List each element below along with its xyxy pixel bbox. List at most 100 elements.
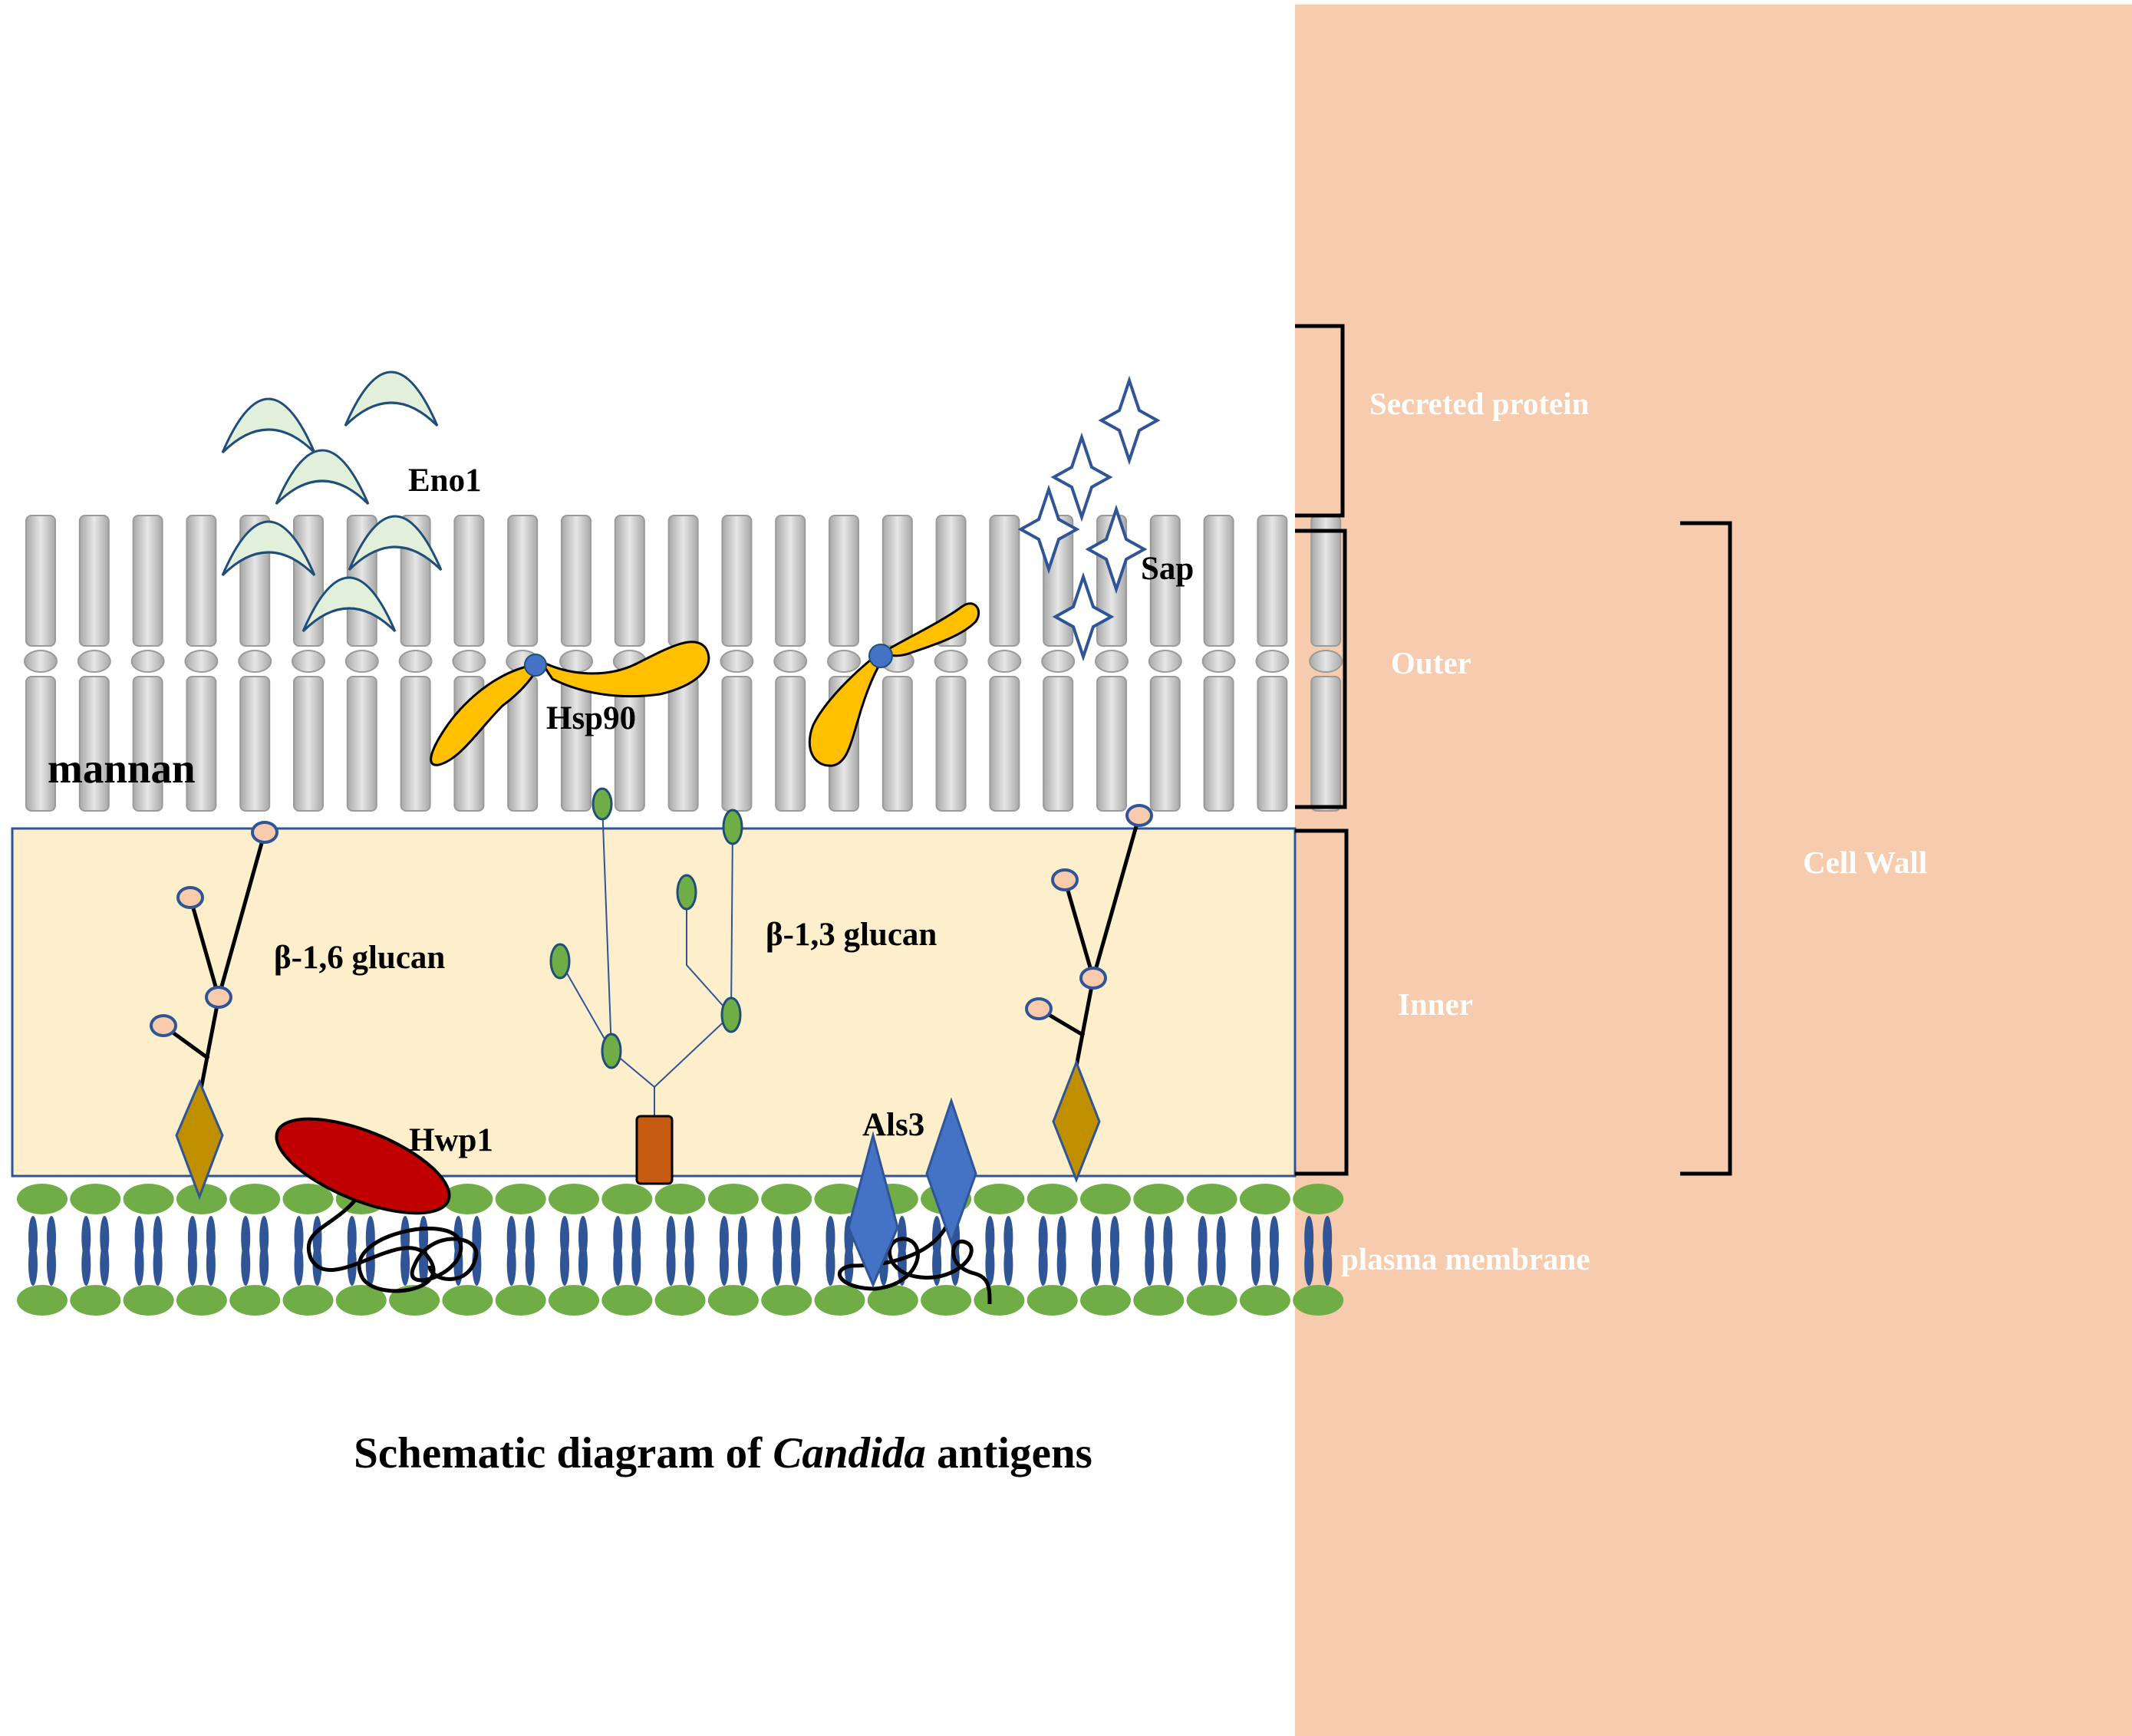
lipid-tail-lower xyxy=(1216,1243,1226,1286)
eno1-crescent xyxy=(275,449,370,506)
bracket-inner xyxy=(1295,828,1349,1176)
lipid-head-top xyxy=(70,1184,121,1214)
mannan-joint xyxy=(559,650,593,673)
glucan-nodes-right xyxy=(1025,804,1153,1020)
lipid-head-bottom xyxy=(761,1285,812,1316)
hsp90-right xyxy=(808,602,980,767)
lipid-head-top xyxy=(549,1184,599,1214)
mannan-column-top xyxy=(667,515,699,647)
lipid-tail-lower xyxy=(241,1243,251,1286)
mannan-column-top xyxy=(1257,515,1288,647)
lipid-head-bottom xyxy=(17,1285,68,1316)
label-sap: Sap xyxy=(1141,551,1194,587)
lipid-tail-lower xyxy=(28,1243,38,1286)
lipid-tail-lower xyxy=(631,1243,641,1286)
lipid-head-top xyxy=(707,1184,759,1214)
lipid-head-top xyxy=(495,1184,546,1214)
lipid-tail-lower xyxy=(1056,1243,1066,1286)
lipid-head-bottom xyxy=(654,1285,706,1316)
lipid-head-top xyxy=(1186,1184,1237,1214)
mannan-joint xyxy=(344,650,379,673)
mannan-column-bottom xyxy=(989,676,1020,812)
lipid-tail-lower xyxy=(1198,1243,1208,1286)
lipid-head-bottom xyxy=(1186,1285,1237,1316)
eno1-crescent xyxy=(348,515,443,572)
lipid-head-top xyxy=(1239,1184,1290,1214)
mannan-column-bottom xyxy=(561,676,591,812)
lipid-tail-lower xyxy=(1003,1243,1013,1286)
label-als3: Als3 xyxy=(862,1107,924,1143)
sap-star xyxy=(1098,375,1161,466)
mannan-joint xyxy=(1309,650,1343,673)
bracket-cell-wall xyxy=(1680,521,1732,1176)
mannan-joint xyxy=(987,650,1022,673)
lipid-head-bottom xyxy=(1026,1285,1078,1316)
lipid-head-bottom xyxy=(495,1285,546,1316)
bracket-outer xyxy=(1295,529,1347,809)
mannan-column-bottom xyxy=(400,676,431,812)
lipid-head-bottom xyxy=(335,1285,387,1316)
sap-star xyxy=(1050,432,1113,522)
mannan-joint xyxy=(934,650,968,673)
als3-diamond-left xyxy=(847,1131,899,1288)
mannan-column-bottom xyxy=(293,676,324,812)
label-hwp1: Hwp1 xyxy=(409,1122,493,1158)
lipid-tail-lower xyxy=(560,1243,569,1286)
lipid-tail-lower xyxy=(1163,1243,1173,1286)
lipid-head-bottom xyxy=(1133,1285,1185,1316)
sap-star xyxy=(1052,572,1115,662)
lipid-head-bottom xyxy=(123,1285,174,1316)
mannan-column-bottom xyxy=(346,676,377,812)
lipid-tail-lower xyxy=(613,1243,623,1286)
lipid-tail-lower xyxy=(153,1243,163,1286)
mannan-column-top xyxy=(507,515,539,647)
lipid-tail-lower xyxy=(472,1243,482,1286)
lipid-tail-lower xyxy=(1110,1243,1119,1286)
mannan-column-top xyxy=(561,515,591,647)
lipid-head-bottom xyxy=(70,1285,121,1316)
mannan-column-bottom xyxy=(78,676,110,812)
mannan-column-top xyxy=(453,515,485,647)
label-beta-1-6-glucan: β-1,6 glucan xyxy=(274,940,445,976)
mannan-column-top xyxy=(1149,515,1181,647)
mannan-joint xyxy=(1201,650,1236,673)
region-cell-wall: Cell Wall xyxy=(1803,845,1927,880)
lipid-head-bottom xyxy=(1080,1285,1131,1316)
plasma-membrane-bilayer xyxy=(17,1184,1344,1316)
region-outer: Outer xyxy=(1391,645,1471,680)
hsp90-left xyxy=(430,641,710,766)
eno1-crescent xyxy=(302,576,397,633)
region-plasma-membrane: plasma membrane xyxy=(1341,1241,1590,1276)
label-mannan: mannan xyxy=(48,745,196,792)
mannan-joint xyxy=(292,650,325,673)
eno1-crescents xyxy=(221,371,443,633)
lipid-tail-lower xyxy=(666,1243,676,1286)
lipid-head-top xyxy=(601,1184,653,1214)
mannan-joint xyxy=(398,650,433,673)
lipid-tail-lower xyxy=(187,1243,197,1286)
caption-text-start: Schematic diagram of xyxy=(354,1429,773,1477)
beta-1-3-glucan-anchor xyxy=(635,1115,674,1185)
lipid-tail-lower xyxy=(400,1243,410,1286)
lipid-tail-lower xyxy=(47,1243,56,1286)
lipid-head-top xyxy=(654,1184,706,1214)
mannan-joint xyxy=(452,650,486,673)
lipid-head-top xyxy=(1133,1184,1185,1214)
mannan-joint xyxy=(184,650,219,673)
lipid-head-bottom xyxy=(1293,1285,1344,1316)
brackets xyxy=(1295,324,1732,1176)
lipid-tail-lower xyxy=(1269,1243,1279,1286)
mannan-column-bottom xyxy=(775,676,806,812)
mannan-joint xyxy=(238,650,272,673)
lipid-tail-lower xyxy=(506,1243,516,1286)
als3-coil xyxy=(837,1211,992,1305)
lipid-head-top xyxy=(176,1184,227,1214)
caption-italic-genus: Candida xyxy=(773,1429,926,1477)
eno1-crescent xyxy=(344,371,439,427)
lipid-head-top xyxy=(442,1184,493,1214)
lipid-head-bottom xyxy=(1239,1285,1290,1316)
mannan-column-bottom xyxy=(186,676,217,812)
mannan-column-top xyxy=(829,515,859,647)
sap-star xyxy=(1017,484,1080,575)
